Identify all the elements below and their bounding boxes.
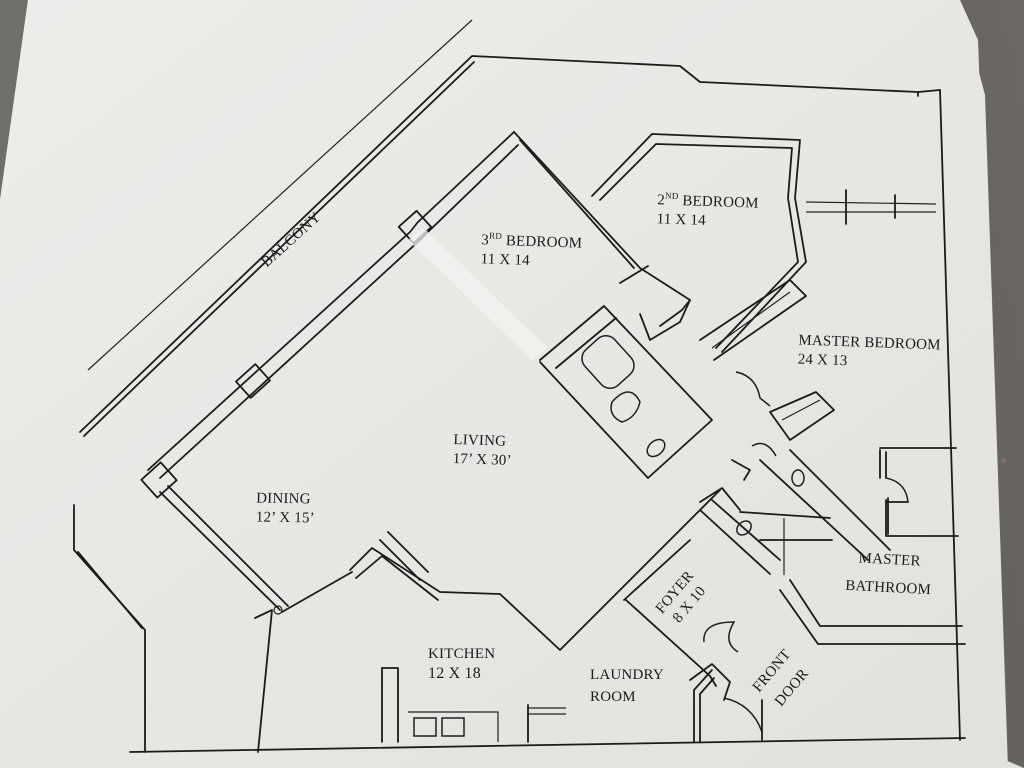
bedroom-2-label: 2ND BEDROOM 11 X 14 [656,186,759,233]
tape-strip [408,228,548,360]
master-bedroom-label: MASTER BEDROOM 24 X 13 [797,332,941,375]
toilet [610,391,641,423]
bedroom-3-name: 3RD BEDROOM [481,230,583,252]
kitchen-size: 12 X 18 [428,665,481,682]
living-label: LIVING 17’ X 30’ [452,431,512,471]
living-name: LIVING [453,431,507,450]
bedroom-2-walls [591,133,937,361]
kitchen-laundry-walls [281,489,721,743]
master-bathroom-label: MASTER BATHROOM [845,544,934,604]
hall-bathroom [539,299,713,479]
bedroom-2-name: 2ND BEDROOM [657,190,759,212]
dining-label: DINING 12’ X 15’ [256,489,316,528]
bedroom-2-size: 11 X 14 [656,211,707,229]
stove-burner [441,717,465,737]
foyer-door-swing [703,621,739,653]
laundry-line2: ROOM [590,689,636,705]
sink [646,438,666,458]
master-bedroom-details [699,371,891,575]
stove-burner [413,717,437,737]
kitchen-label: KITCHEN 12 X 18 [428,645,495,683]
master-bathroom-line2: BATHROOM [844,577,932,599]
laundry-label: LAUNDRY ROOM [590,664,664,708]
laundry-line1: LAUNDRY [590,667,664,683]
master-closet [879,447,959,537]
exterior-walls [73,55,966,753]
bathtub [581,334,635,390]
dining-size: 12’ X 15’ [255,509,315,527]
dining-name: DINING [256,490,311,508]
master-bathroom-line1: MASTER [858,550,922,570]
living-size: 17’ X 30’ [452,450,512,470]
bedroom-3-size: 11 X 14 [480,251,531,269]
master-bathroom-walls [779,579,966,645]
bedroom-3-label: 3RD BEDROOM 11 X 14 [480,226,582,272]
balcony-railing [87,19,473,371]
front-door-swing [723,697,763,733]
kitchen-name: KITCHEN [428,646,496,662]
foyer-walls [625,459,763,743]
